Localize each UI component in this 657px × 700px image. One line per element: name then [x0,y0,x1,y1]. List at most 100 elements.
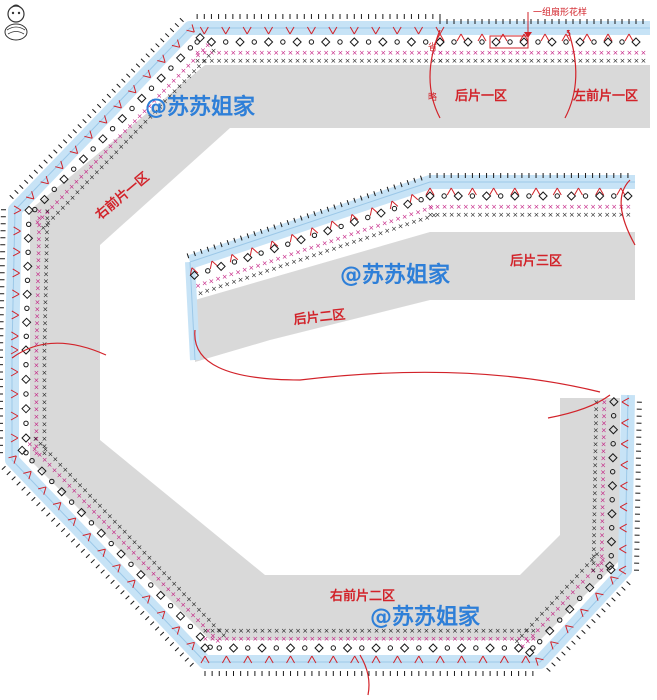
stitch-mark: × [416,49,422,57]
stitch-mark [43,159,48,164]
stitch-mark [199,26,209,35]
stitch-mark [98,115,108,124]
stitch-mark [538,191,548,201]
stitch-mark [137,93,147,104]
stitch-mark: × [259,49,265,57]
stitch-mark [142,595,151,604]
stitch-mark: × [459,627,465,635]
stitch-mark [308,39,315,45]
stitch-mark [21,374,31,385]
stitch-mark: × [309,49,315,57]
stitch-mark: × [331,627,337,635]
stitch-mark: × [231,627,237,635]
stitch-mark: × [438,57,444,65]
stitch-mark [149,621,155,626]
stitch-mark: × [117,133,123,141]
stitch-mark: × [185,62,191,70]
stitch-mark: × [409,627,415,635]
stitch-mark: × [175,596,181,604]
stitch-mark: × [295,57,301,65]
arrow-icon [524,32,532,38]
stitch-mark: × [318,249,324,257]
stitch-mark [168,65,174,71]
stitch-mark: × [473,627,479,635]
stitch-mark: × [576,203,582,211]
stitch-mark: × [302,635,308,643]
stitch-mark: × [618,211,624,219]
stitch-mark: × [641,49,647,57]
stitch-mark: × [316,57,322,65]
stitch-mark: × [601,399,607,407]
stitch-mark: × [260,627,266,635]
stitch-mark: × [545,616,551,624]
stitch-mark [561,33,571,42]
stitch-mark: × [210,635,216,643]
zone-left-front-1: 左前片一区 [573,88,638,104]
stitch-mark [117,113,128,124]
stitch-mark [456,643,467,653]
stitch-mark: × [44,250,50,258]
stitch-mark [98,134,108,144]
stitch-mark: × [571,57,577,65]
stitch-mark: × [352,57,358,65]
stitch-mark: × [157,103,163,111]
stitch-mark: × [408,211,414,219]
stitch-mark [62,139,68,144]
stitch-mark: × [555,211,561,219]
stitch-mark: × [634,49,640,57]
stitch-mark: × [359,57,365,65]
stitch-mark [307,655,317,664]
stitch-mark: × [508,49,514,57]
stitch-mark: × [470,211,476,219]
stitch-mark: × [593,440,599,448]
stitch-mark [366,193,370,199]
stitch-mark: × [541,203,547,211]
stitch-mark [140,610,145,616]
stitch-mark [619,544,627,554]
stitch-mark: × [42,442,48,450]
stitch-mark [53,149,58,154]
stitch-mark: × [585,572,591,580]
stitch-mark [557,617,563,623]
stitch-mark [306,26,316,35]
stitch-mark: × [252,49,258,57]
stitch-mark [369,207,379,216]
stitch-mark: × [65,199,71,207]
stitch-mark [563,39,569,45]
stitch-mark: × [600,476,606,484]
stitch-mark [23,391,29,397]
stitch-mark [350,655,360,664]
stitch-mark: × [138,123,144,131]
stitch-mark: × [36,250,42,258]
divider-curve [429,29,441,119]
stitch-mark: × [498,211,504,219]
stitch-mark: × [311,252,317,260]
stitch-mark [342,643,353,653]
stitch-mark: × [424,214,430,222]
stitch-mark: × [216,49,222,57]
stitch-mark: × [388,57,394,65]
stitch-mark [530,645,536,651]
stitch-mark: × [422,206,428,214]
stitch-mark: × [291,258,297,266]
stitch-mark: × [599,546,605,554]
stitch-mark: × [331,635,337,643]
stitch-mark: × [133,128,139,136]
stitch-mark: × [583,211,589,219]
stitch-mark: × [288,627,294,635]
stitch-mark [26,491,31,496]
stitch-mark: × [388,627,394,635]
stitch-mark [314,643,324,653]
stitch-mark [174,22,179,28]
stitch-mark: × [295,627,301,635]
stitch-mark: × [449,203,455,211]
stitch-mark: × [302,57,308,65]
stitch-mark [491,37,501,47]
stitch-mark: × [473,57,479,65]
stitch-mark [296,235,306,245]
stitch-mark: × [202,49,208,57]
divider-curve [547,394,611,419]
stitch-mark: × [470,203,476,211]
stitch-mark [156,610,166,620]
stitch-mark: × [32,446,38,454]
